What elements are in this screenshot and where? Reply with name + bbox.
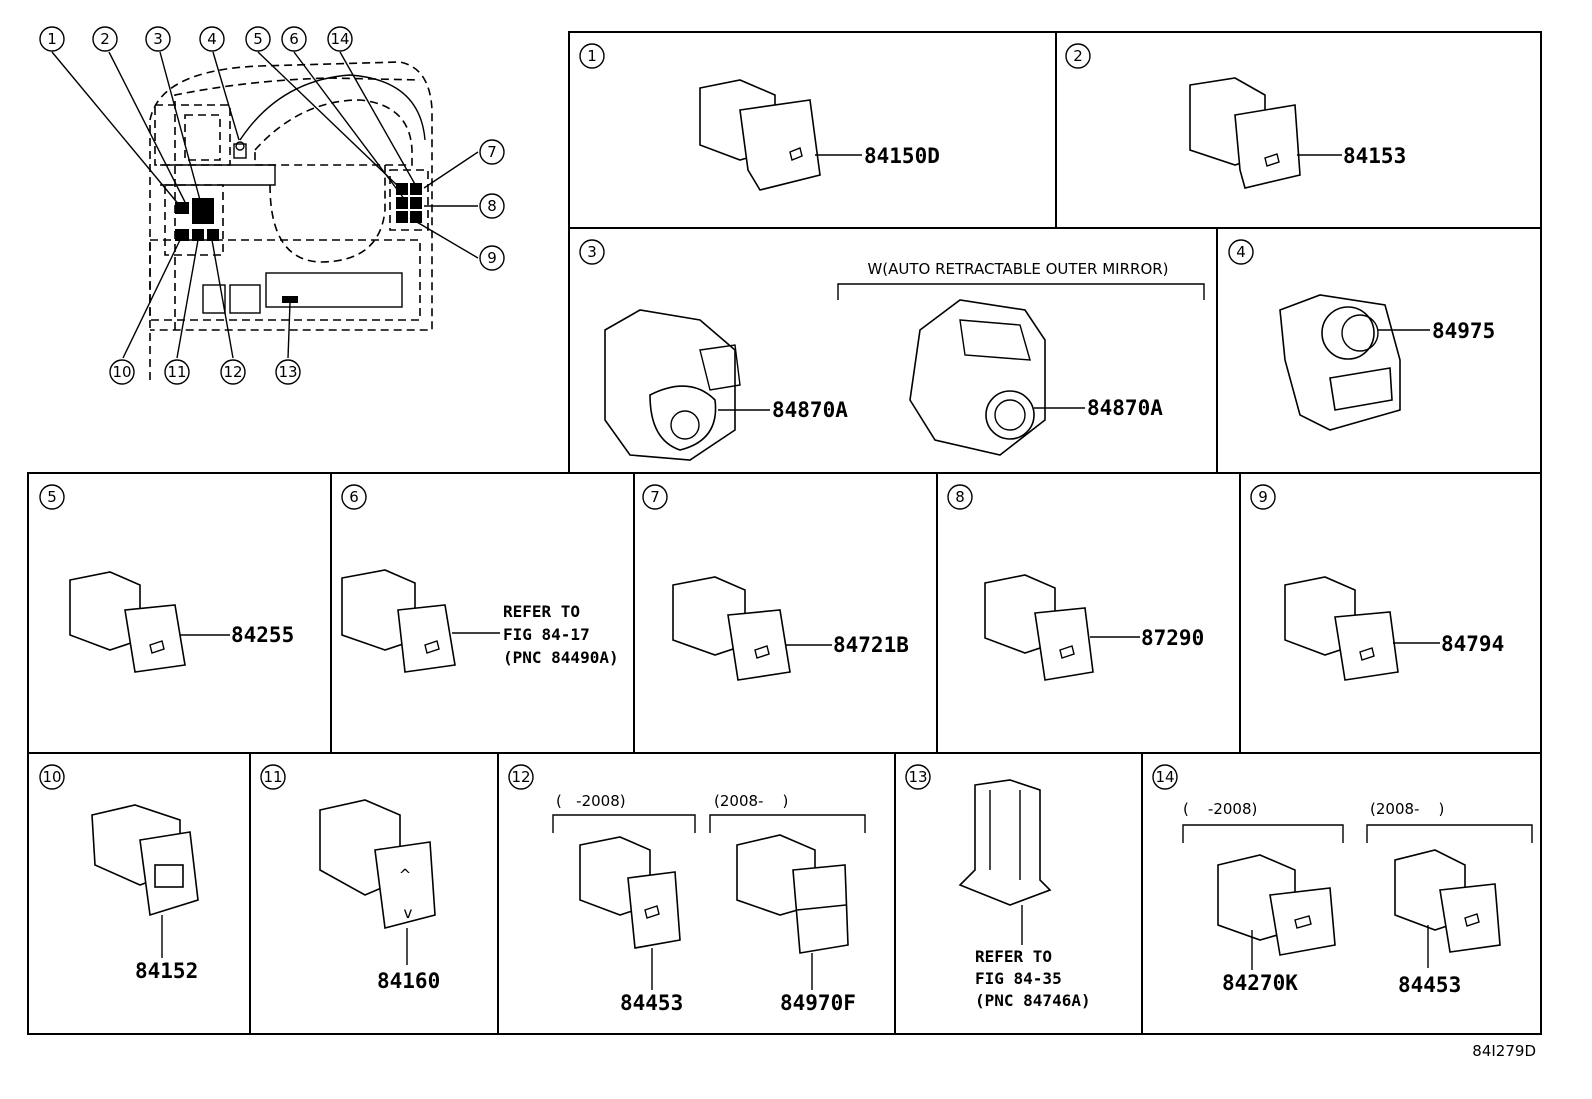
panel-5: 5 84255: [39, 484, 294, 673]
overview-callout-1: 1: [47, 30, 57, 48]
panel-9-number: 9: [1258, 488, 1268, 506]
switch-84160: ^ v: [319, 799, 436, 930]
switch-84794: [1284, 576, 1399, 681]
part-number-84721B: 84721B: [833, 633, 909, 657]
panel-12-number: 12: [511, 768, 530, 786]
part-number-84794: 84794: [1441, 632, 1504, 656]
overview-callout-3: 3: [153, 30, 163, 48]
figure-id: 84I279D: [1472, 1042, 1536, 1060]
overview-callout-8: 8: [487, 197, 497, 215]
overview-callout-5: 5: [253, 30, 263, 48]
panel-14-number: 14: [1155, 768, 1174, 786]
socket-13: [958, 779, 1052, 906]
panel-1-number: 1: [587, 47, 597, 65]
panel-10: 10 84152: [39, 764, 199, 983]
down-arrow-icon: v: [404, 904, 413, 922]
refer-note-6-line3: (PNC 84490A): [503, 648, 619, 667]
part-number-84160: 84160: [377, 969, 440, 993]
switch-84255: [69, 571, 186, 673]
refer-note-13-line3: (PNC 84746A): [975, 991, 1091, 1010]
switch-6: [341, 569, 456, 673]
part-number-84453-p14: 84453: [1398, 973, 1461, 997]
dashboard-overview: 1 2 3 4 5 6 14 7 8 9 10 11 12 13: [39, 26, 505, 385]
panel-13: 13 REFER TO FIG 84-35 (PNC 84746A): [905, 764, 1091, 1010]
panel-7-number: 7: [650, 488, 660, 506]
switch-84150D: [699, 79, 821, 191]
switch-84721B: [672, 576, 791, 681]
overview-callout-9: 9: [487, 249, 497, 267]
part-number-84150D: 84150D: [864, 144, 940, 168]
switch-87290: [984, 574, 1094, 681]
switch-84270K: [1217, 854, 1336, 956]
part-number-84153: 84153: [1343, 144, 1406, 168]
part-number-84970F: 84970F: [780, 991, 856, 1015]
panel-10-number: 10: [42, 768, 61, 786]
panel-4: 4 84975: [1228, 239, 1495, 431]
mirror-switch-84870A-auto: [909, 299, 1046, 456]
part-number-84270K: 84270K: [1222, 971, 1298, 995]
overview-callout-4: 4: [207, 30, 217, 48]
part-number-84870A-standard: 84870A: [772, 398, 848, 422]
overview-callout-2: 2: [100, 30, 110, 48]
refer-note-6-line1: REFER TO: [503, 602, 580, 621]
refer-note-6-line2: FIG 84-17: [503, 625, 590, 644]
mirror-switch-84870A-standard: [604, 309, 741, 461]
range-label-14a: ( -2008): [1183, 800, 1257, 818]
panel-1: 1 84150D: [579, 43, 940, 191]
part-number-84152: 84152: [135, 959, 198, 983]
overview-callout-13: 13: [278, 363, 297, 381]
up-arrow-icon: ^: [399, 866, 412, 884]
switch-84975: [1279, 294, 1401, 431]
panel-13-number: 13: [908, 768, 927, 786]
switch-84153: [1189, 77, 1301, 189]
panel-14: 14 ( -2008) (2008- ) 84270K 84453: [1152, 764, 1533, 997]
overview-callout-12: 12: [223, 363, 242, 381]
range-label-12b: (2008- ): [714, 792, 788, 810]
panel-7: 7 84721B: [642, 484, 909, 681]
part-number-84975: 84975: [1432, 319, 1495, 343]
overview-callout-14: 14: [330, 30, 349, 48]
refer-note-13-line2: FIG 84-35: [975, 969, 1062, 988]
panel-11-number: 11: [263, 768, 282, 786]
switch-84970F: [736, 834, 849, 954]
part-number-84870A-auto: 84870A: [1087, 396, 1163, 420]
panel-4-number: 4: [1236, 243, 1246, 261]
part-number-84255: 84255: [231, 623, 294, 647]
panel-3-number: 3: [587, 243, 597, 261]
panel-5-number: 5: [47, 488, 57, 506]
refer-note-13-line1: REFER TO: [975, 947, 1052, 966]
part-number-84453-p12: 84453: [620, 991, 683, 1015]
range-label-14b: (2008- ): [1370, 800, 1444, 818]
overview-callout-6: 6: [289, 30, 299, 48]
condition-auto-retractable: W(AUTO RETRACTABLE OUTER MIRROR): [867, 260, 1168, 278]
switch-84453-early: [579, 836, 681, 949]
panel-12: 12 ( -2008) (2008- ) 84453 84970F: [508, 764, 866, 1015]
range-label-12a: ( -2008): [556, 792, 626, 810]
overview-callout-7: 7: [487, 143, 497, 161]
switch-84152: [91, 804, 199, 917]
panel-9: 9 84794: [1250, 484, 1504, 681]
panel-6-number: 6: [349, 488, 359, 506]
panel-8-number: 8: [955, 488, 965, 506]
switch-84453-p14: [1394, 849, 1501, 953]
panel-grid: [27, 31, 1542, 1035]
panel-6: 6 REFER TO FIG 84-17 (PNC 84490A): [341, 484, 619, 673]
panel-2: 2 84153: [1065, 43, 1406, 189]
panel-11: 11 ^ v 84160: [260, 764, 440, 993]
panel-2-number: 2: [1073, 47, 1083, 65]
overview-callout-10: 10: [112, 363, 131, 381]
panel-3: 3 W(AUTO RETRACTABLE OUTER MIRROR) 84870…: [579, 239, 1205, 461]
part-number-87290: 87290: [1141, 626, 1204, 650]
overview-callout-11: 11: [167, 363, 186, 381]
panel-8: 8 87290: [947, 484, 1204, 681]
